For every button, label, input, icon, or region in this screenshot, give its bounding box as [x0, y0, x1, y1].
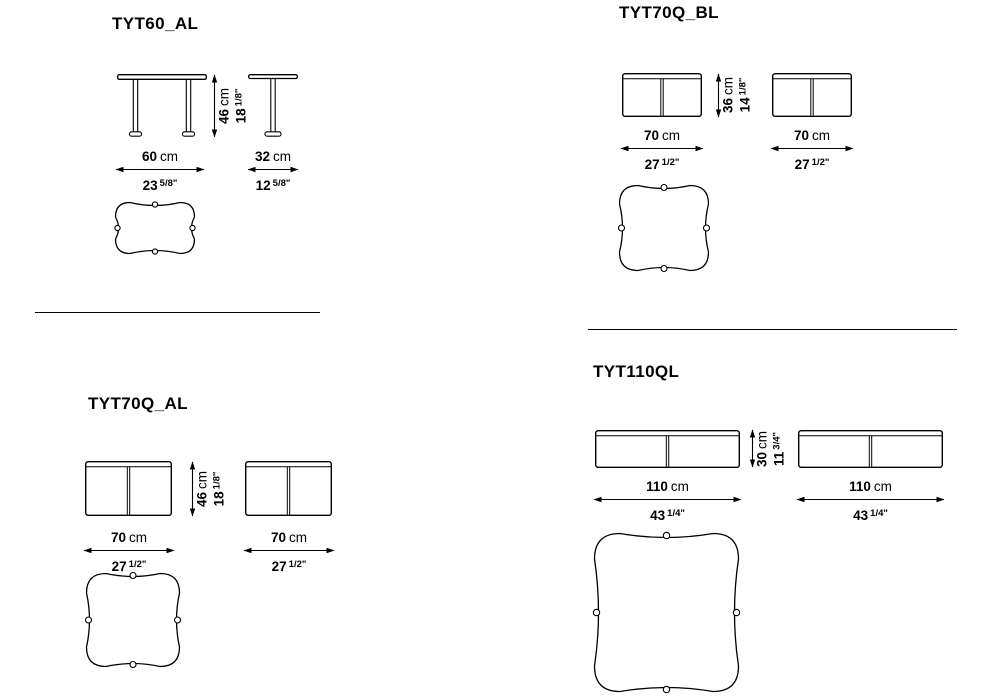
- dimension-line: [770, 145, 854, 152]
- section-divider-left: [35, 312, 320, 313]
- plan-view-drawing: [114, 201, 196, 255]
- dimension-line: [115, 166, 205, 173]
- dimension-line: [593, 496, 742, 503]
- plan-view-drawing: [84, 571, 182, 669]
- side-view-drawing: [248, 74, 298, 137]
- side-view-drawing: [797, 429, 944, 468]
- height-label-inch: 141/8": [737, 77, 753, 113]
- front-view-drawing: [594, 429, 741, 468]
- plan-view-drawing: [617, 183, 711, 273]
- height-label-cm: 46cm: [194, 470, 210, 508]
- side-view-drawing: [771, 72, 852, 117]
- height-dimension-line: [749, 429, 756, 468]
- plan-view-drawing: [592, 531, 741, 694]
- height-label-inch: 181/8": [233, 88, 249, 124]
- height-label-inch: 181/8": [211, 471, 227, 507]
- product-title: TYT70Q_AL: [88, 394, 188, 413]
- height-label-cm: 30cm: [754, 430, 770, 468]
- section-divider-right: [588, 329, 957, 330]
- dimension-line: [83, 547, 175, 554]
- product-title: TYT60_AL: [112, 14, 199, 33]
- height-dimension-line: [715, 73, 722, 118]
- front-view-drawing: [117, 74, 207, 137]
- product-title: TYT110QL: [593, 362, 680, 381]
- height-label-inch: 113/4": [771, 432, 787, 466]
- height-dimension-line: [211, 74, 218, 138]
- height-dimension-line: [189, 461, 196, 517]
- dimension-line: [796, 496, 945, 503]
- height-label-cm: 46cm: [216, 87, 232, 125]
- front-view-drawing: [84, 460, 172, 516]
- dimension-line: [620, 145, 704, 152]
- dimension-line: [243, 547, 335, 554]
- dimension-line: [247, 166, 299, 173]
- front-view-drawing: [621, 72, 702, 117]
- side-view-drawing: [244, 460, 332, 516]
- height-label-cm: 36cm: [720, 76, 736, 114]
- product-title: TYT70Q_BL: [619, 3, 719, 22]
